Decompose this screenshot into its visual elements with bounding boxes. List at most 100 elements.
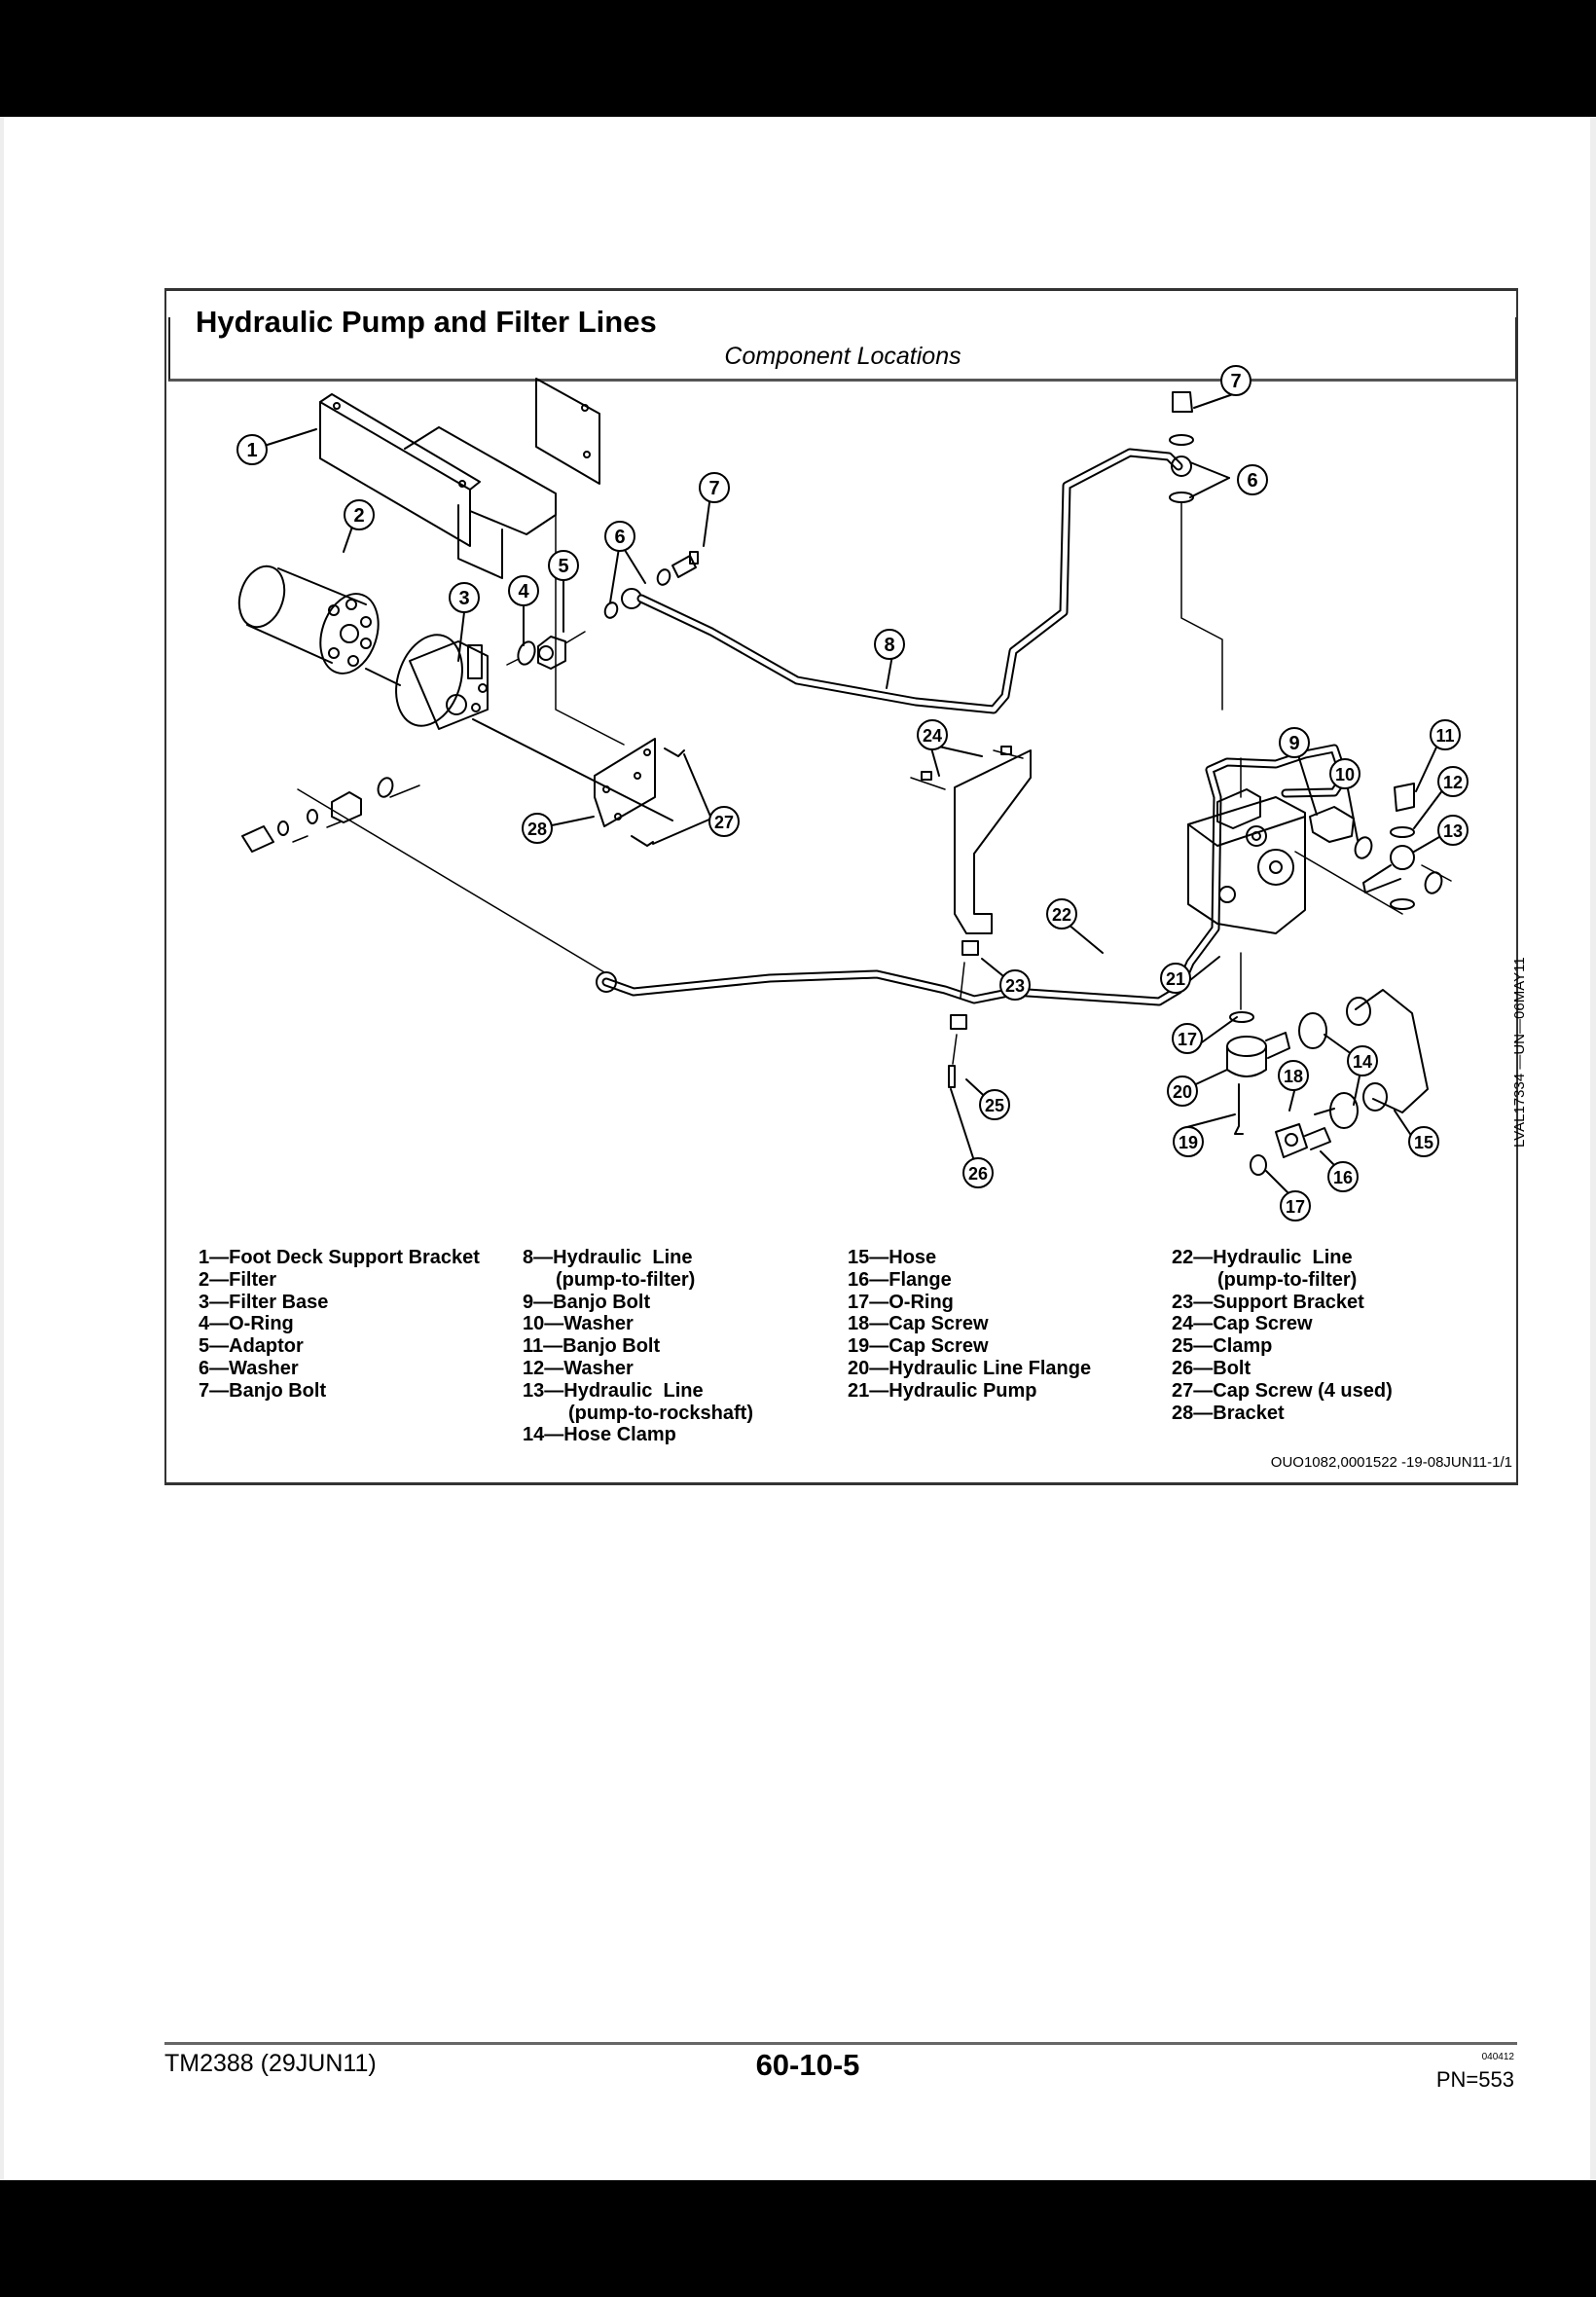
- legend-item-label: Cap Screw (4 used): [1213, 1379, 1393, 1402]
- legend-item: 23—Support Bracket: [1172, 1292, 1393, 1314]
- svg-text:10: 10: [1335, 765, 1355, 784]
- callout-24: 24: [917, 719, 948, 750]
- callout-8: 8: [874, 629, 905, 660]
- legend-item-label: Flange: [889, 1268, 952, 1291]
- svg-text:22: 22: [1052, 905, 1071, 925]
- legend-item-label: Hydraulic Pump: [889, 1379, 1037, 1402]
- svg-text:9: 9: [1288, 733, 1299, 754]
- legend-item-sublabel: (pump-to-filter): [1217, 1268, 1358, 1291]
- foot-deck-support-bracket-drawing: [319, 378, 600, 579]
- flange-16-drawing: [1275, 1123, 1331, 1158]
- legend-item: 21—Hydraulic Pump: [848, 1380, 1091, 1403]
- legend-item: 11—Banjo Bolt: [523, 1335, 753, 1358]
- legend-item-number: 15—: [848, 1247, 889, 1268]
- callout-15: 15: [1408, 1126, 1439, 1157]
- callout-1: 1: [236, 434, 268, 465]
- legend-item: 25—Clamp: [1172, 1335, 1393, 1358]
- pn-number: PN=553: [1435, 2067, 1514, 2092]
- legend-item-label: Hydraulic Line: [563, 1379, 704, 1402]
- legend-item-number: 8—: [523, 1247, 554, 1268]
- legend-item-number: 13—: [523, 1379, 564, 1402]
- legend-item: 28—Bracket: [1172, 1403, 1393, 1425]
- svg-text:25: 25: [985, 1096, 1004, 1115]
- legend-item: 16—Flange: [848, 1269, 1091, 1292]
- figure-panel: Hydraulic Pump and Filter Lines: [164, 288, 1528, 1485]
- callout-20: 20: [1167, 1076, 1198, 1107]
- svg-text:17: 17: [1178, 1030, 1197, 1049]
- legend-item-label: Hydraulic Line: [553, 1247, 693, 1268]
- legend-item-number: 6—: [199, 1357, 230, 1379]
- legend-item: 22—Hydraulic Line: [1172, 1247, 1393, 1269]
- legend-item-number: 17—: [848, 1291, 889, 1313]
- legend-item-label: Banjo Bolt: [562, 1335, 661, 1358]
- legend-item: 26—Bolt: [1172, 1358, 1393, 1380]
- svg-text:15: 15: [1414, 1133, 1433, 1152]
- svg-text:6: 6: [614, 527, 625, 548]
- legend-item-number: 4—: [199, 1313, 230, 1335]
- legend-item: 14—Hose Clamp: [523, 1424, 753, 1446]
- legend-item-label: Washer: [563, 1313, 634, 1335]
- legend-item-label: Filter Base: [229, 1291, 329, 1313]
- callout-7b: 7: [1220, 365, 1251, 396]
- legend-item-number: 16—: [848, 1268, 889, 1291]
- legend-item-number: 12—: [523, 1357, 564, 1379]
- legend-item-label: Bracket: [1213, 1402, 1285, 1424]
- callout-3: 3: [449, 582, 480, 613]
- svg-text:17: 17: [1286, 1197, 1305, 1217]
- legend-item-number: 2—: [199, 1268, 230, 1291]
- callout-17b: 17: [1280, 1190, 1311, 1221]
- legend-item-number: 25—: [1172, 1335, 1214, 1358]
- legend-item-label: O-Ring: [229, 1313, 294, 1335]
- banjo-bolt-11-drawing: [1394, 783, 1415, 812]
- legend-item: 7—Banjo Bolt: [199, 1380, 480, 1403]
- callout-2: 2: [344, 499, 375, 530]
- banjo-bolt-9-drawing: [1309, 806, 1355, 843]
- legend-item-sublabel: (pump-to-rockshaft): [568, 1402, 753, 1424]
- legend-item-number: 19—: [848, 1335, 889, 1358]
- svg-text:19: 19: [1179, 1133, 1198, 1152]
- svg-text:23: 23: [1005, 976, 1025, 996]
- banjo-bolt-drawing: [671, 551, 699, 578]
- filter-drawing: [237, 565, 380, 675]
- section-header: Component Locations: [168, 317, 1517, 382]
- legend-column-2: 8—Hydraulic Line(pump-to-filter)9—Banjo …: [523, 1247, 753, 1446]
- legend-item-label: Foot Deck Support Bracket: [229, 1247, 480, 1268]
- svg-text:12: 12: [1443, 773, 1463, 792]
- legend-item-number: 1—: [199, 1247, 230, 1268]
- image-reference: LVAL17334 —UN—06MAY11: [1511, 957, 1528, 1148]
- adaptor-drawing: [537, 636, 566, 670]
- callout-26: 26: [962, 1157, 994, 1188]
- svg-text:26: 26: [968, 1164, 988, 1184]
- callout-21: 21: [1160, 963, 1191, 994]
- legend-item: 9—Banjo Bolt: [523, 1292, 753, 1314]
- callout-13: 13: [1437, 815, 1469, 846]
- svg-text:7: 7: [708, 478, 719, 499]
- legend-item-number: 26—: [1172, 1357, 1214, 1379]
- callout-27: 27: [708, 806, 740, 837]
- svg-text:16: 16: [1333, 1168, 1353, 1187]
- legend-item-number: 20—: [848, 1357, 889, 1379]
- callout-23: 23: [999, 969, 1031, 1001]
- legend-item: 27—Cap Screw (4 used): [1172, 1380, 1393, 1403]
- page-number: 60-10-5: [755, 2048, 860, 2082]
- hose-15-drawing: [1346, 989, 1429, 1113]
- svg-text:3: 3: [458, 588, 469, 609]
- legend-item-number: 27—: [1172, 1379, 1214, 1402]
- legend-item-number: 5—: [199, 1335, 230, 1358]
- section-title: Component Locations: [724, 343, 961, 370]
- manual-number: TM2388 (29JUN11): [164, 2050, 377, 2077]
- callout-19: 19: [1173, 1126, 1204, 1157]
- svg-text:2: 2: [353, 505, 364, 527]
- legend-item: 5—Adaptor: [199, 1335, 480, 1358]
- legend-item-label: Washer: [229, 1357, 299, 1379]
- exploded-diagram: 1 2 3 4 5 6 7 8 7 6 9 10 11 12 13 21 17 …: [236, 365, 1469, 1221]
- o-ring-drawing: [517, 640, 536, 666]
- legend-item: 13—Hydraulic Line: [523, 1380, 753, 1403]
- svg-text:20: 20: [1173, 1082, 1192, 1102]
- svg-text:18: 18: [1284, 1067, 1303, 1086]
- legend-item-number: 7—: [199, 1379, 230, 1402]
- bracket-28-drawing: [594, 738, 656, 827]
- legend-item: 18—Cap Screw: [848, 1313, 1091, 1335]
- legend-item-number: 21—: [848, 1379, 889, 1402]
